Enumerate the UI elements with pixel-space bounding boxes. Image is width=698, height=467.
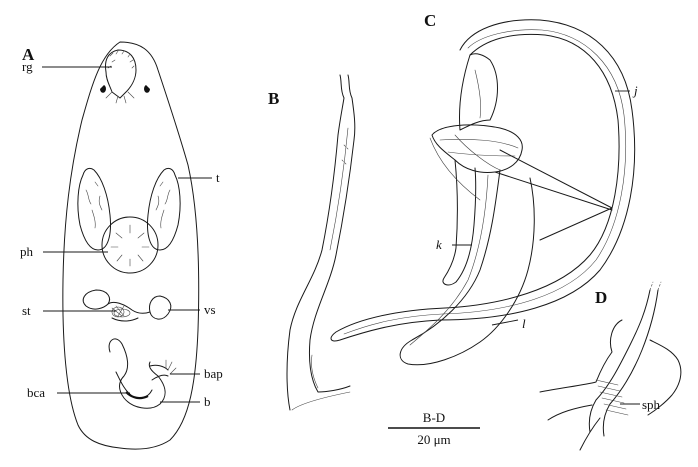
tube-l xyxy=(399,169,535,366)
label-vs: vs xyxy=(204,302,216,317)
label-j: j xyxy=(632,83,638,98)
copulatory-organ xyxy=(107,301,151,322)
scale-bar: B-D 20 μm xyxy=(388,410,480,447)
duct-dashes xyxy=(649,281,662,291)
cap-inner-strand xyxy=(429,137,481,201)
panel-label-a: A xyxy=(22,45,35,64)
gland-stippling xyxy=(105,50,135,104)
panel-label-c: C xyxy=(424,11,436,30)
tube-l-inner xyxy=(409,174,489,346)
seminal-vesicle-right xyxy=(149,295,172,320)
panel-a-whole-mount: A rg t ph st vs bap bca b xyxy=(20,41,223,450)
duct-left-wall xyxy=(588,289,651,433)
stylet-coils xyxy=(111,305,131,318)
testis-right xyxy=(147,167,181,251)
stylet-left-wall xyxy=(286,74,345,411)
label-rg: rg xyxy=(22,59,33,74)
pharynx xyxy=(101,216,159,274)
stylet-dashes xyxy=(341,144,349,165)
label-bca: bca xyxy=(27,385,45,400)
label-k: k xyxy=(436,237,442,252)
scale-bar-length: 20 μm xyxy=(417,432,450,447)
scale-bar-panels: B-D xyxy=(423,410,445,425)
left-eye xyxy=(100,85,106,93)
sphincter-rings xyxy=(595,379,629,416)
label-bap: bap xyxy=(204,366,223,381)
upper-lobe xyxy=(459,53,498,131)
upper-lobe-line xyxy=(474,69,482,119)
bap-tips xyxy=(165,359,177,375)
stylet-inner-line xyxy=(291,127,351,411)
central-cap xyxy=(431,124,523,173)
label-b: b xyxy=(204,394,211,409)
bursal-appendage xyxy=(149,364,169,381)
seminal-vesicle-left xyxy=(82,289,110,310)
label-ph: ph xyxy=(20,244,34,259)
outer-hook-j xyxy=(330,19,636,342)
label-t: t xyxy=(216,170,220,185)
bursa xyxy=(108,338,166,409)
label-l: l xyxy=(522,316,526,331)
connector-lines xyxy=(494,149,613,241)
panel-d-sphincter: D sph xyxy=(539,281,682,451)
right-bulge xyxy=(647,339,682,416)
leader-l xyxy=(491,319,519,326)
testis-texture xyxy=(85,181,171,229)
outer-hook-inner-wall xyxy=(343,29,626,335)
testis-left xyxy=(77,167,111,251)
panel-b-stylet: B xyxy=(268,74,356,411)
label-sph: sph xyxy=(642,397,661,412)
panel-label-b: B xyxy=(268,89,279,108)
tube-k xyxy=(442,159,477,286)
left-bulge xyxy=(539,319,623,451)
right-eye xyxy=(144,85,150,93)
panel-label-d: D xyxy=(595,288,607,307)
cap-crease-lines xyxy=(439,134,519,171)
pharynx-rays xyxy=(110,224,150,267)
body-outline xyxy=(62,41,200,450)
duct-right-wall xyxy=(602,289,659,437)
panel-c-copulatory-apparatus: C j k l xyxy=(330,11,638,366)
stylet-right-wall xyxy=(309,74,356,393)
label-st: st xyxy=(22,303,31,318)
rhabdite-gland xyxy=(105,49,137,99)
